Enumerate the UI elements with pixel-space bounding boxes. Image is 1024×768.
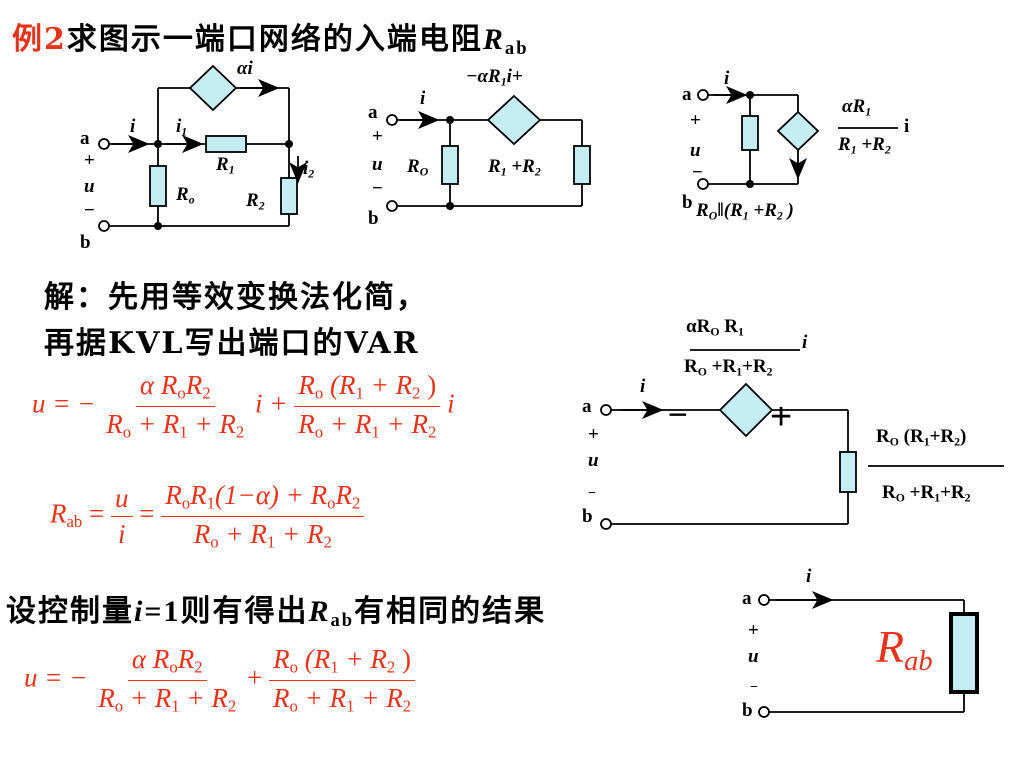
label-ro: RO [407,156,429,179]
example-number: 例2 [12,22,67,57]
terminal-b: b [742,700,753,721]
minus-sign: − [84,200,95,221]
controlled-current: αi [237,58,253,79]
source-current: i [802,332,808,353]
resistor-numerator: RO (R1+R2) [876,426,967,449]
plus-sign: + [84,150,95,171]
terminal-b: b [80,232,91,253]
source-numerator: αRO R1 [686,316,744,339]
voltage-u: u [84,176,95,197]
source-current: i [904,116,910,137]
node [154,140,162,148]
solution-line-2: 再据KVL写出端口的VAR [44,326,420,361]
terminal-a: a [742,588,752,609]
minus-sign: − [372,178,383,199]
label-r1: R1 [216,154,235,177]
resistor-ro [149,165,167,207]
equation-1: u = − α RoR2 Ro + R1 + R2 i + Ro (R1 + R… [32,370,455,442]
label-rab: Rab [876,621,933,677]
node [446,202,454,210]
resistor-rab [949,612,979,694]
source-denominator: R1 +R2 [838,134,891,157]
current-i: i [130,116,136,137]
minus-sign: − [692,162,703,183]
source-plus-sign: + [770,396,793,438]
resistor-r1-r2 [573,145,591,185]
parallel-expression: RO‖(R1 +R2 ) [696,200,794,223]
plus-sign: + [372,126,383,147]
plus-sign: + [588,424,599,445]
resistor-denominator: RO +R1+R2 [882,482,971,505]
node [285,140,293,148]
dependent-source [718,382,774,438]
node [746,91,754,99]
terminal-b: b [582,506,593,527]
node [746,180,754,188]
current-i: i [724,68,730,89]
terminal-a: a [682,84,692,105]
circuit-1-wires [98,79,307,232]
current-i2: i2 [303,158,315,181]
terminal-a: a [80,128,90,149]
page-title: 例2求图示一端口网络的入端电阻Rab [12,22,529,60]
assumption-line: 设控制量i=1则有得出Rab有相同的结果 [6,594,547,632]
circuit-2-wires [386,111,583,212]
plus-sign: + [690,110,701,131]
resistor-parallel [741,115,759,151]
minus-sign: − [750,680,758,695]
label-r2: R2 [246,190,265,213]
resistor-ro [441,145,459,185]
current-i: i [640,376,646,397]
resistor-equivalent [839,451,857,493]
terminal-b: b [368,208,379,229]
source-numerator: αR1 [842,96,872,119]
dependent-source [486,94,542,146]
dependent-source [188,64,238,112]
resistor-r1 [205,135,247,153]
voltage-u: u [748,646,759,667]
current-i: i [420,88,426,109]
minus-sign: − [588,486,596,501]
solution-line-1: 解：先用等效变换法化简， [44,280,428,315]
circuit-4-wires [600,349,1004,530]
terminal-a: a [368,102,378,123]
node [154,222,162,230]
dependent-source [776,110,820,152]
equation-3: u = − α RoR2 Ro + R1 + R2 + Ro (R1 + R2 … [24,644,415,716]
voltage-u: u [588,450,599,471]
source-value: −αR1i+ [466,66,523,89]
current-i1: i1 [176,116,188,139]
current-i: i [806,566,812,587]
source-minus-sign: − [668,396,688,434]
voltage-u: u [690,140,701,161]
source-denominator: RO +R1+R2 [684,356,773,379]
node [446,116,454,124]
circuit-5-wires [758,591,965,718]
equation-2: Rab = u i = RoR1(1−α) + RoR2 Ro + R1 + R… [50,480,365,552]
resistor-r2 [280,177,298,215]
voltage-u: u [372,154,383,175]
terminal-a: a [582,396,592,417]
plus-sign: + [748,620,759,641]
label-ro: Ro [176,184,195,207]
terminal-b: b [682,192,693,213]
label-r1-r2: R1 +R2 [488,156,541,179]
